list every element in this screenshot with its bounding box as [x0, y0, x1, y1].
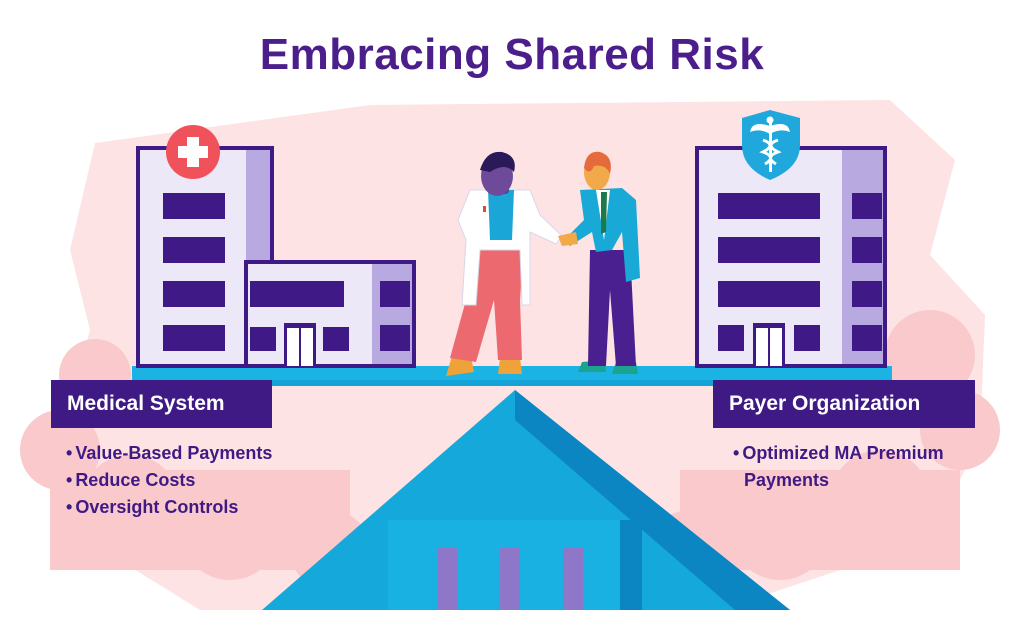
- list-item: Oversight Controls: [66, 494, 346, 521]
- payer-building: [695, 110, 887, 368]
- list-item: Optimized MA Premium Payments: [733, 440, 953, 494]
- list-item: Reduce Costs: [66, 467, 346, 494]
- businessman-figure: [558, 151, 640, 374]
- payer-organization-bullets: Optimized MA Premium Payments: [733, 440, 953, 494]
- doctor-figure: [446, 151, 563, 376]
- hospital-cross-icon: [166, 125, 220, 179]
- hospital-building: [136, 125, 416, 368]
- medical-system-bullets: Value-Based Payments Reduce Costs Oversi…: [66, 440, 346, 521]
- medical-system-label: Medical System: [51, 380, 272, 428]
- seesaw-beam: [132, 366, 892, 386]
- right-cloud: [650, 310, 1000, 590]
- pillar: [437, 548, 457, 610]
- pillar: [563, 548, 583, 610]
- fulcrum: [262, 390, 790, 610]
- list-item: Value-Based Payments: [66, 440, 346, 467]
- caduceus-shield-icon: [742, 110, 800, 180]
- page-title: Embracing Shared Risk: [259, 30, 765, 79]
- payer-organization-label: Payer Organization: [713, 380, 975, 428]
- pillar: [500, 548, 520, 610]
